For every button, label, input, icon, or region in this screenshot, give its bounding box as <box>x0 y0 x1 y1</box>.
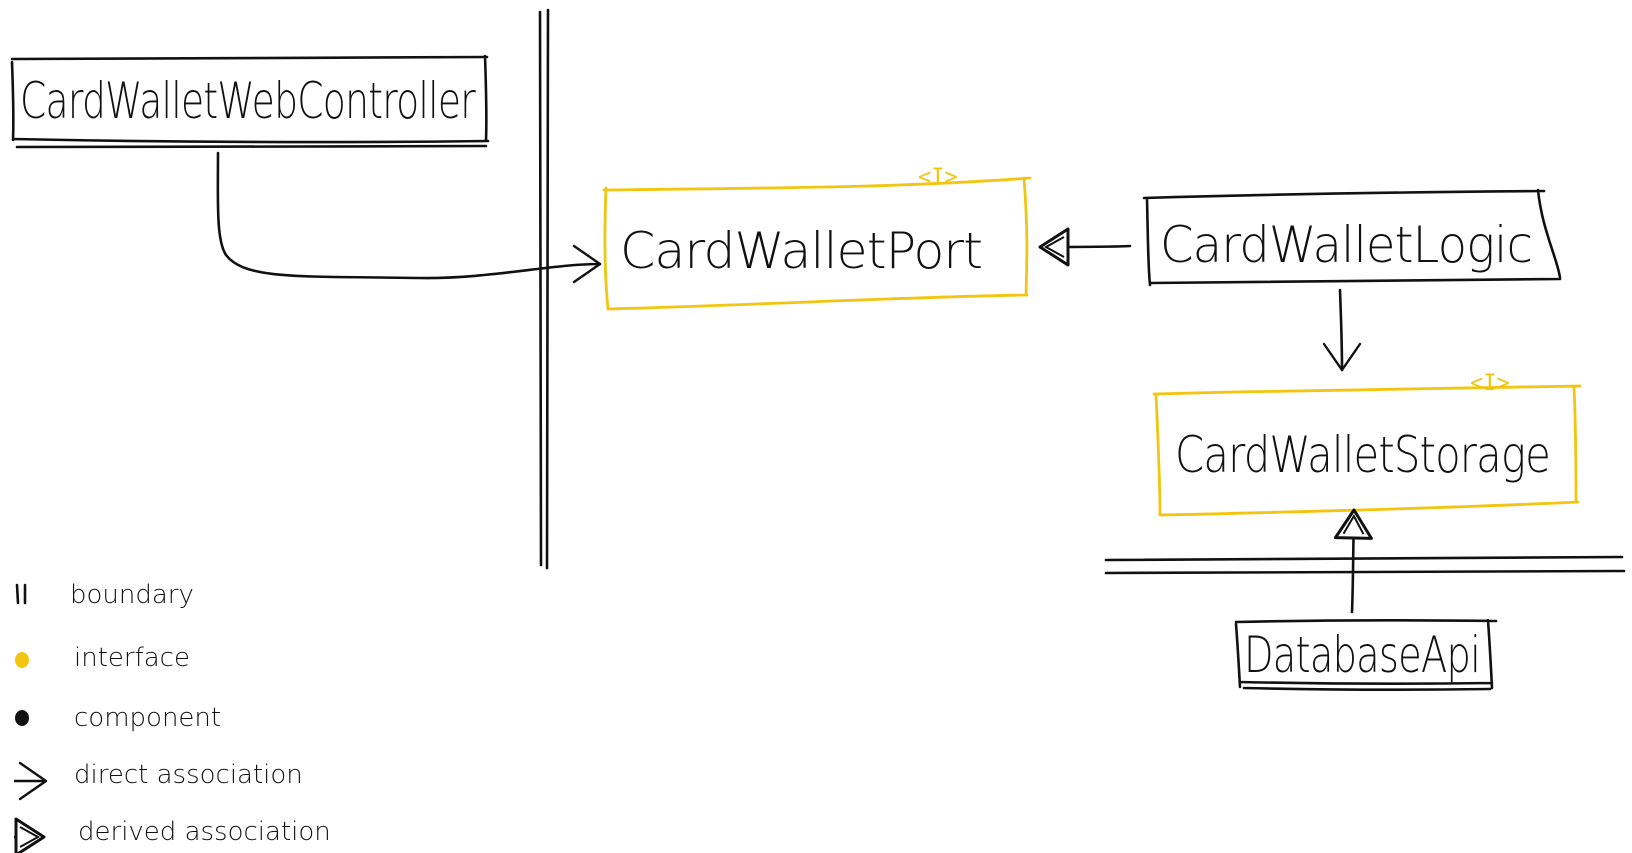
associations <box>216 151 1373 614</box>
web-controller-component: CardWalletWebController <box>10 54 490 149</box>
web-controller-label: CardWalletWebController <box>20 72 476 130</box>
database-api-component: DatabaseApi <box>1234 618 1498 691</box>
logic-to-storage-arrow <box>1322 288 1362 372</box>
logic-to-port-arrow <box>1038 227 1132 267</box>
logic-label: CardWalletLogic <box>1160 216 1532 274</box>
legend-derived-association-label: derived association <box>78 817 331 847</box>
vertical-boundary <box>538 8 550 570</box>
legend-boundary-label: boundary <box>70 580 194 610</box>
port-interface: <I> CardWalletPort <box>602 165 1032 311</box>
storage-interface: <I> CardWalletStorage <box>1152 371 1582 517</box>
legend: boundary interface component direct asso… <box>14 580 331 853</box>
port-label: CardWalletPort <box>620 222 982 280</box>
database-api-label: DatabaseApi <box>1244 626 1480 684</box>
legend-boundary-symbol <box>15 583 27 605</box>
database-to-storage-arrow <box>1333 508 1373 614</box>
port-interface-marker: <I> <box>918 165 958 190</box>
controller-to-port-arrow <box>216 151 602 284</box>
logic-component: CardWalletLogic <box>1142 188 1562 287</box>
legend-interface-label: interface <box>74 643 190 673</box>
legend-direct-association-label: direct association <box>74 760 303 790</box>
horizontal-boundary <box>1104 555 1626 575</box>
storage-interface-marker: <I> <box>1470 371 1510 396</box>
legend-component-dot <box>15 710 29 726</box>
legend-interface-dot <box>15 652 29 668</box>
storage-label: CardWalletStorage <box>1175 426 1550 484</box>
legend-component-label: component <box>74 703 221 733</box>
